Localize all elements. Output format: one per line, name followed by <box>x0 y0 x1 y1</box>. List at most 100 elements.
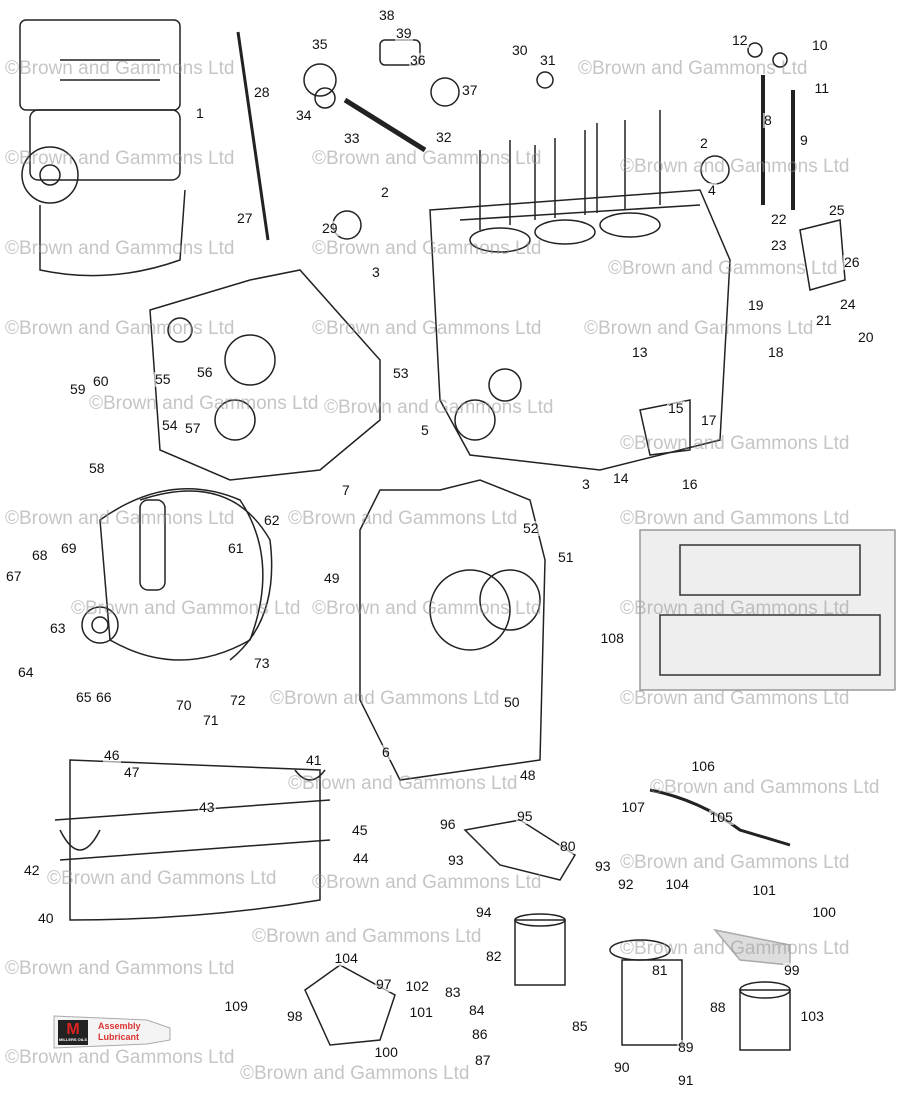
part-number-label: 100 <box>811 903 837 920</box>
part-number-label: 45 <box>351 821 369 838</box>
gasket-set-photo <box>639 529 896 691</box>
part-number-label: 84 <box>468 1001 486 1018</box>
part-number-label: 59 <box>69 380 87 397</box>
part-number-label: 83 <box>444 983 462 1000</box>
part-number-label: 3 <box>371 263 381 280</box>
complete-engine <box>19 19 186 277</box>
part-number-label: 17 <box>700 411 718 428</box>
part-number-label: 4 <box>707 181 717 198</box>
part-number-label: 48 <box>519 766 537 783</box>
timing-cover <box>81 488 273 661</box>
part-number-label: 96 <box>439 815 457 832</box>
part-number-label: 28 <box>253 83 271 100</box>
part-number-label: 16 <box>681 475 699 492</box>
part-number-label: 66 <box>95 688 113 705</box>
part-number-label: 65 <box>75 688 93 705</box>
part-number-label: 46 <box>103 746 121 763</box>
part-number-label: 102 <box>404 977 430 994</box>
part-number-label: 101 <box>751 881 777 898</box>
part-number-label: 93 <box>447 851 465 868</box>
part-number-label: 70 <box>175 696 193 713</box>
spin-on-filter <box>739 989 791 1051</box>
product-name-line1: Assembly <box>98 1021 141 1031</box>
cylinder-block <box>429 110 731 471</box>
part-number-label: 108 <box>599 629 625 646</box>
part-number-label: 90 <box>613 1058 631 1075</box>
part-number-label: 61 <box>227 539 245 556</box>
part-number-label: 32 <box>435 128 453 145</box>
part-number-label: 86 <box>471 1025 489 1042</box>
part-number-label: 98 <box>286 1007 304 1024</box>
part-number-label: 104 <box>664 875 690 892</box>
part-number-label: 21 <box>815 311 833 328</box>
part-number-label: 91 <box>677 1071 695 1088</box>
product-name-line2: Lubricant <box>98 1032 140 1042</box>
part-number-label: 43 <box>198 798 216 815</box>
part-number-label: 27 <box>236 209 254 226</box>
oil-sump <box>54 759 331 921</box>
part-number-label: 68 <box>31 546 49 563</box>
part-number-label: 60 <box>92 372 110 389</box>
part-number-label: 71 <box>202 711 220 728</box>
part-number-label: 18 <box>767 343 785 360</box>
part-number-label: 94 <box>475 903 493 920</box>
part-number-label: 37 <box>461 81 479 98</box>
part-number-label: 41 <box>305 751 323 768</box>
filter-adaptor <box>713 928 791 966</box>
part-number-label: 106 <box>690 757 716 774</box>
part-number-label: 33 <box>343 129 361 146</box>
part-number-label: 24 <box>839 295 857 312</box>
part-number-label: 12 <box>731 31 749 48</box>
part-number-label: 82 <box>485 947 503 964</box>
part-number-label: 92 <box>617 875 635 892</box>
part-number-label: 42 <box>23 861 41 878</box>
part-number-label: 72 <box>229 691 247 708</box>
part-number-label: 53 <box>392 364 410 381</box>
part-number-label: 109 <box>223 997 249 1014</box>
part-number-label: 22 <box>770 210 788 227</box>
part-number-label: 2 <box>699 134 709 151</box>
part-number-label: 23 <box>770 236 788 253</box>
part-number-label: 88 <box>709 998 727 1015</box>
part-number-label: 20 <box>857 328 875 345</box>
part-number-label: 105 <box>708 808 734 825</box>
part-number-label: 95 <box>516 807 534 824</box>
part-number-label: 57 <box>184 419 202 436</box>
part-number-label: 107 <box>620 798 646 815</box>
part-number-label: 99 <box>783 961 801 978</box>
part-number-label: 97 <box>375 975 393 992</box>
part-number-label: 10 <box>811 36 829 53</box>
part-number-label: 2 <box>380 183 390 200</box>
part-number-label: 63 <box>49 619 67 636</box>
brand-text: MILLERS OILS <box>59 1037 87 1042</box>
part-number-label: 81 <box>651 961 669 978</box>
front-plate-gasket <box>359 479 546 781</box>
part-number-label: 85 <box>571 1017 589 1034</box>
studs <box>761 75 795 210</box>
part-number-label: 62 <box>263 511 281 528</box>
part-number-label: 73 <box>253 654 271 671</box>
part-number-label: 67 <box>5 567 23 584</box>
part-number-label: 64 <box>17 663 35 680</box>
part-number-label: 34 <box>295 106 313 123</box>
part-number-label: 36 <box>409 51 427 68</box>
part-number-label: 87 <box>474 1051 492 1068</box>
part-number-label: 58 <box>88 459 106 476</box>
part-number-label: 8 <box>763 111 773 128</box>
dipstick <box>236 31 270 241</box>
part-number-label: 26 <box>843 253 861 270</box>
engine-front-plate <box>149 269 381 481</box>
part-number-label: 30 <box>511 41 529 58</box>
part-number-label: 56 <box>196 363 214 380</box>
oil-pump-housing <box>304 964 396 1046</box>
product-name: Assembly Lubricant <box>98 1021 141 1043</box>
part-number-label: 101 <box>408 1003 434 1020</box>
part-number-label: 50 <box>503 693 521 710</box>
part-number-label: 40 <box>37 909 55 926</box>
part-number-label: 54 <box>161 416 179 433</box>
part-number-label: 19 <box>747 296 765 313</box>
part-number-label: 31 <box>539 51 557 68</box>
